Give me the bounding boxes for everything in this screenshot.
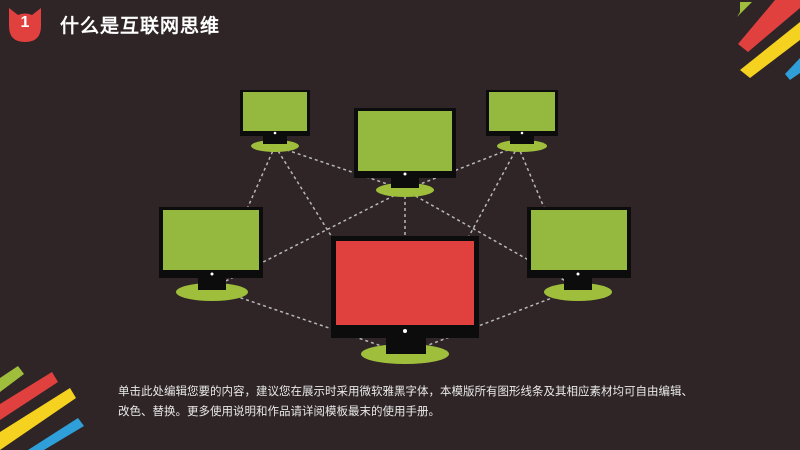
page-title: 什么是互联网思维 xyxy=(60,15,221,37)
connection-line xyxy=(211,287,406,355)
desktop-monitor-icon xyxy=(331,236,479,364)
desktop-monitor-icon xyxy=(240,90,310,152)
connection-line xyxy=(404,287,579,355)
connection-line xyxy=(404,145,519,191)
desktop-monitor-icon xyxy=(159,207,263,301)
connection-line xyxy=(274,145,406,191)
connection-line xyxy=(211,145,276,289)
cat-badge-icon xyxy=(9,8,41,42)
desktop-monitor-icon xyxy=(354,108,456,197)
desktop-monitor-icon xyxy=(527,207,631,301)
desktop-monitor-icon xyxy=(486,90,558,152)
slide-number: 1 xyxy=(20,14,30,31)
body-text: 单击此处编辑您要的内容，建议您在展示时采用微软雅黑字体，本模版所有图形线条及其相… xyxy=(118,384,693,418)
